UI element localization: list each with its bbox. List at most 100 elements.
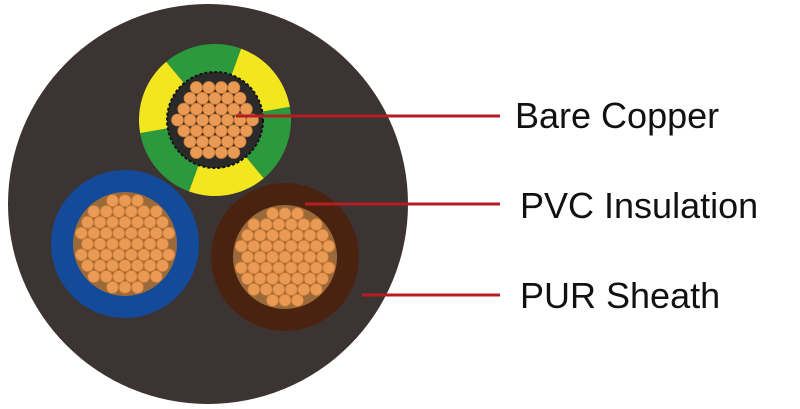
- label-bare-copper: Bare Copper: [515, 95, 719, 136]
- copper-strand: [297, 261, 311, 275]
- copper-strand: [87, 205, 101, 218]
- copper-strand: [284, 283, 298, 296]
- copper-strand: [162, 248, 176, 262]
- copper-strand: [278, 250, 292, 264]
- copper-strand: [214, 81, 228, 94]
- copper-strand: [303, 250, 317, 264]
- copper-strands-brown: [234, 207, 336, 307]
- copper-strand: [118, 280, 132, 294]
- copper-strand: [234, 261, 248, 275]
- copper-strand: [189, 81, 203, 94]
- copper-strand: [316, 228, 329, 242]
- copper-strand: [208, 91, 222, 105]
- copper-strand: [221, 113, 234, 127]
- copper-strand: [118, 194, 132, 208]
- copper-strand: [227, 146, 241, 159]
- copper-strand: [303, 272, 317, 286]
- copper-strand: [241, 250, 254, 264]
- copper-strand: [112, 205, 126, 218]
- copper-strand: [259, 261, 273, 275]
- copper-strand: [227, 124, 241, 138]
- copper-strand: [177, 102, 191, 116]
- copper-strand: [278, 272, 292, 286]
- copper-strand: [99, 248, 113, 262]
- copper-strand: [272, 218, 286, 231]
- copper-strand: [99, 226, 113, 240]
- copper-strand: [74, 226, 88, 240]
- copper-strand: [189, 124, 203, 138]
- copper-strands-blue: [74, 194, 176, 294]
- copper-strand: [316, 250, 329, 264]
- core-brown: [211, 183, 359, 331]
- copper-strand: [131, 259, 144, 273]
- copper-strand: [266, 250, 279, 264]
- copper-strand: [112, 248, 126, 262]
- copper-strand: [253, 228, 267, 242]
- copper-strand: [131, 215, 144, 229]
- copper-strand: [227, 81, 241, 94]
- copper-strand: [99, 270, 113, 283]
- copper-strand: [118, 237, 132, 251]
- copper-strand: [202, 124, 216, 138]
- copper-strand: [291, 250, 304, 264]
- copper-strand: [196, 135, 209, 149]
- copper-strand: [291, 207, 304, 221]
- label-pvc-insulation: PVC Insulation: [520, 185, 758, 226]
- copper-strand: [309, 261, 323, 275]
- copper-strand: [137, 226, 151, 240]
- copper-strand: [278, 293, 292, 307]
- copper-strand: [247, 283, 261, 296]
- copper-strand: [189, 102, 203, 116]
- copper-strand: [112, 270, 126, 283]
- copper-strand: [93, 237, 107, 251]
- copper-strand: [214, 146, 228, 159]
- copper-strand: [143, 215, 157, 229]
- copper-strand: [233, 91, 247, 105]
- copper-strand: [266, 272, 279, 286]
- copper-strand: [266, 228, 279, 242]
- copper-strand: [214, 102, 228, 116]
- copper-strand: [183, 135, 197, 149]
- copper-strand: [143, 259, 157, 273]
- copper-strand: [303, 228, 317, 242]
- copper-strand: [87, 248, 101, 262]
- copper-strand: [253, 272, 267, 286]
- copper-strand: [202, 81, 216, 94]
- copper-strand: [196, 91, 209, 105]
- copper-strand: [124, 205, 138, 218]
- label-pur-sheath: PUR Sheath: [520, 275, 720, 316]
- copper-strand: [297, 239, 311, 253]
- copper-strand: [137, 205, 151, 218]
- copper-strand: [291, 293, 304, 307]
- copper-strand: [284, 218, 298, 231]
- copper-strand: [259, 239, 273, 253]
- copper-strand: [234, 239, 248, 253]
- copper-strand: [131, 280, 144, 294]
- copper-strand: [137, 270, 151, 283]
- copper-strand: [124, 248, 138, 262]
- copper-strand: [239, 102, 253, 116]
- copper-strand: [189, 146, 203, 159]
- copper-strand: [259, 283, 273, 296]
- copper-strand: [278, 207, 292, 221]
- copper-strand: [183, 113, 197, 127]
- copper-strand: [156, 215, 169, 229]
- copper-strand: [241, 228, 254, 242]
- copper-strand: [149, 226, 163, 240]
- copper-strands-earth: [171, 81, 259, 159]
- copper-strand: [106, 194, 119, 208]
- copper-strand: [112, 226, 126, 240]
- copper-strand: [196, 113, 209, 127]
- copper-strand: [284, 261, 298, 275]
- copper-strand: [81, 237, 94, 251]
- copper-strand: [266, 293, 279, 307]
- copper-strand: [309, 239, 323, 253]
- copper-strand: [171, 113, 184, 127]
- copper-strand: [284, 239, 298, 253]
- copper-strand: [208, 113, 222, 127]
- copper-strand: [214, 124, 228, 138]
- copper-strand: [106, 237, 119, 251]
- core-blue: [51, 170, 199, 318]
- copper-strand: [81, 215, 94, 229]
